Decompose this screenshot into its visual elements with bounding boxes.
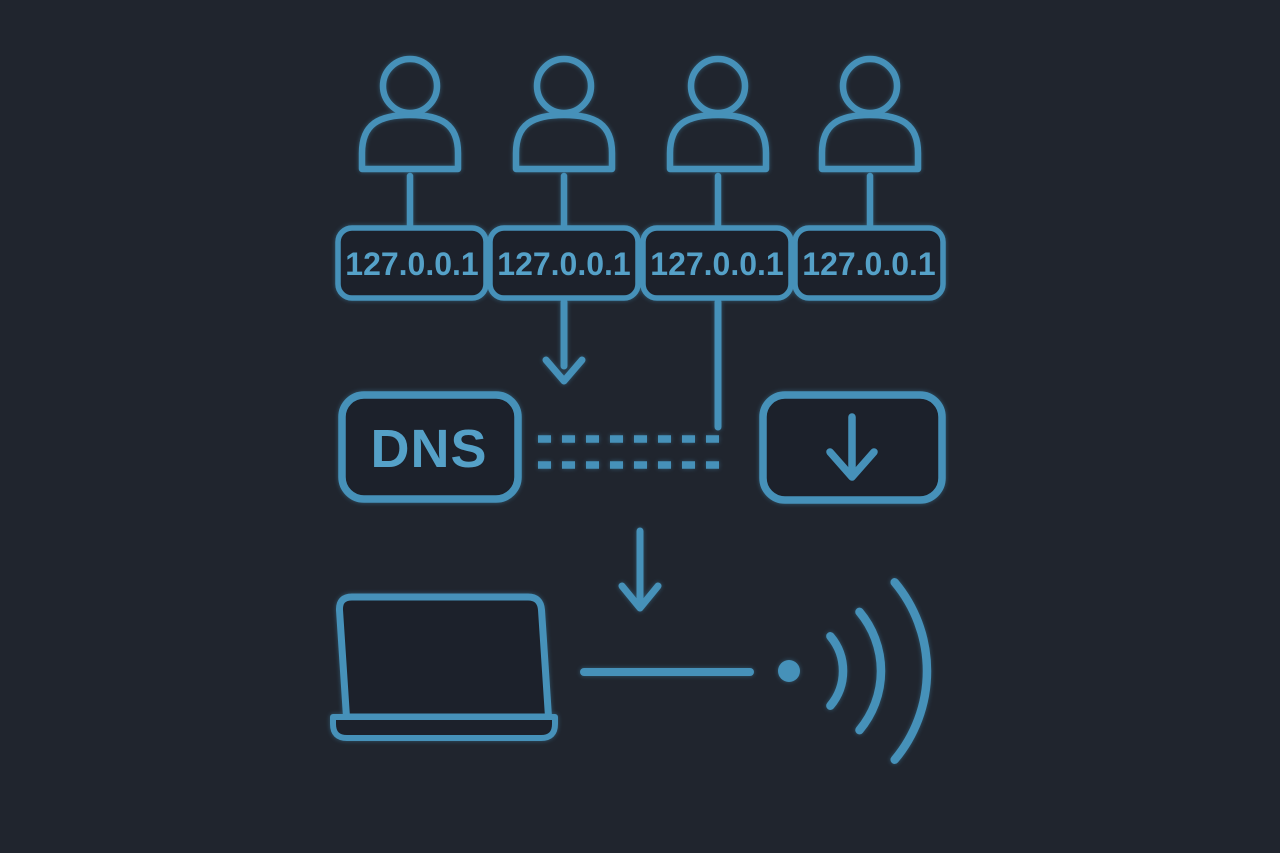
dashed-connection-lines xyxy=(538,435,728,469)
download-box xyxy=(759,391,946,504)
user-icon xyxy=(362,59,458,169)
ip-box: 127.0.0.1 xyxy=(792,225,946,301)
ip-address-label: 127.0.0.1 xyxy=(345,246,478,282)
ip-address-label: 127.0.0.1 xyxy=(650,246,783,282)
ip-box: 127.0.0.1 xyxy=(335,225,489,301)
arrow-down-icon xyxy=(542,298,586,385)
download-arrow-icon xyxy=(826,413,878,481)
ip-address-label: 127.0.0.1 xyxy=(802,246,935,282)
ip-address-label: 127.0.0.1 xyxy=(497,246,630,282)
dns-label: DNS xyxy=(370,419,487,479)
user-icon xyxy=(822,59,918,169)
laptop-icon xyxy=(330,593,558,741)
ip-box: 127.0.0.1 xyxy=(640,225,794,301)
dns-box: DNS xyxy=(338,391,522,503)
arrow-down-icon xyxy=(618,527,662,612)
ip-box: 127.0.0.1 xyxy=(487,225,641,301)
user-icon xyxy=(670,59,766,169)
user-icon xyxy=(516,59,612,169)
wifi-signal-icon xyxy=(778,578,932,764)
